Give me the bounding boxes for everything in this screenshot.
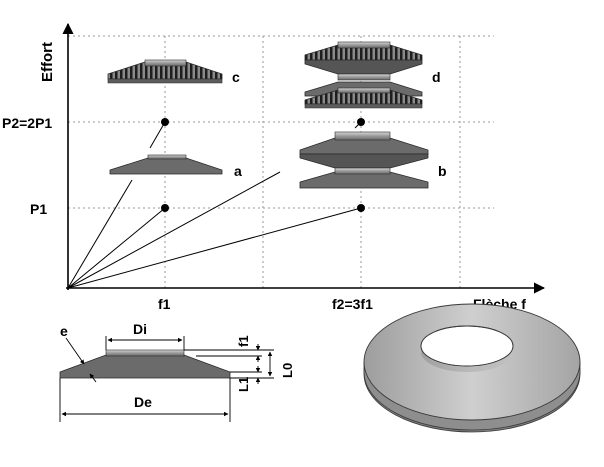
dim-label-di: Di bbox=[133, 321, 147, 337]
axes bbox=[62, 22, 546, 294]
stack-label-a: a bbox=[234, 163, 242, 179]
line-c bbox=[67, 179, 133, 289]
point-d bbox=[357, 118, 365, 126]
x-tick-f2: f2=3f1 bbox=[332, 296, 373, 312]
washer-stack-b bbox=[299, 131, 429, 189]
washer-stack-d bbox=[304, 41, 423, 109]
line-d bbox=[67, 171, 281, 289]
washer-stack-c bbox=[107, 59, 223, 84]
line-a bbox=[67, 207, 166, 289]
point-b bbox=[357, 204, 365, 212]
stack-label-c: c bbox=[232, 69, 240, 85]
data-points bbox=[161, 118, 365, 212]
dim-label-de: De bbox=[134, 394, 152, 410]
dim-label-e: e bbox=[60, 323, 68, 339]
dim-label-f1: f1 bbox=[236, 335, 251, 347]
point-c bbox=[161, 118, 169, 126]
y-tick-p1: P1 bbox=[30, 201, 47, 217]
dim-label-l0: L0 bbox=[280, 363, 295, 378]
point-a bbox=[161, 204, 169, 212]
x-tick-f1: f1 bbox=[158, 296, 171, 312]
dimension-lines bbox=[59, 336, 274, 422]
disc-spring-3d-icon bbox=[363, 303, 581, 433]
line-b bbox=[67, 207, 362, 289]
dim-label-l1: L1 bbox=[236, 377, 251, 392]
y-axis-label: Effort bbox=[39, 42, 56, 82]
y-tick-p2: P2=2P1 bbox=[2, 115, 52, 131]
line-c-upper bbox=[149, 121, 166, 149]
washer-cross-section bbox=[59, 349, 231, 379]
stack-label-b: b bbox=[438, 163, 447, 179]
stack-label-d: d bbox=[432, 69, 441, 85]
characteristic-lines bbox=[67, 121, 362, 289]
washer-stack-a bbox=[109, 154, 223, 175]
